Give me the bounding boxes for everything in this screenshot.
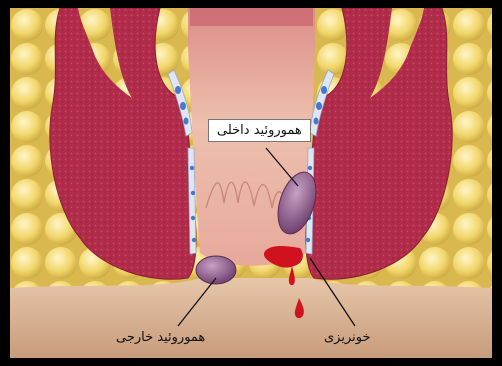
internal-hemorrhoid-label: هموروئید داخلی [208, 119, 311, 142]
external-hemorrhoid [196, 256, 236, 284]
hemorrhoid-diagram [10, 8, 492, 358]
bleeding-label: خونریزی [324, 330, 371, 345]
external-hemorrhoid-label: هموروئید خارجی [116, 330, 205, 345]
skin [10, 278, 492, 358]
illustration-canvas: هموروئید داخلی هموروئید خارجی خونریزی [10, 8, 492, 358]
